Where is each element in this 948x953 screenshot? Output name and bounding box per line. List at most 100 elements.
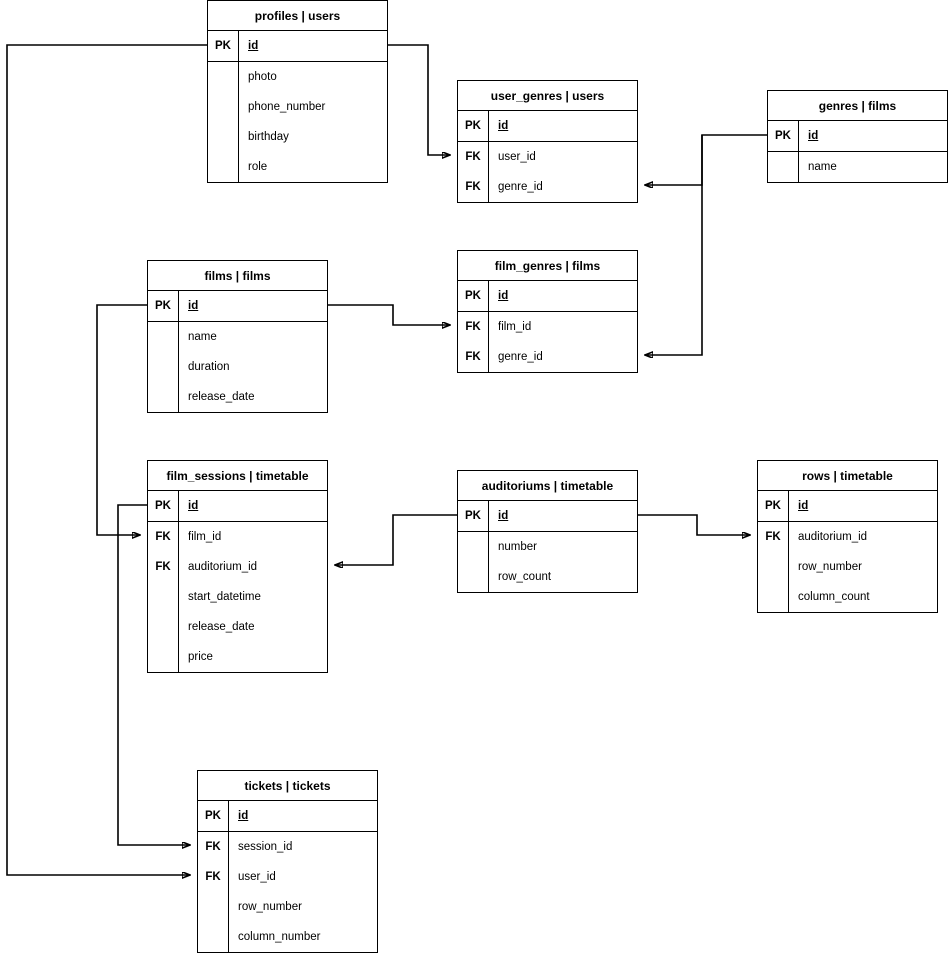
er-key-badge-profiles-photo — [208, 62, 239, 92]
er-row-tickets-row_number[interactable]: row_number — [198, 892, 377, 922]
er-key-badge-user_genres-genre_id: FK — [458, 172, 489, 202]
er-key-badge-films-release_date — [148, 382, 179, 412]
er-field-auditoriums-row_count: row_count — [498, 571, 552, 583]
er-row-profiles-phone_number[interactable]: phone_number — [208, 92, 387, 122]
er-key-badge-tickets-session_id: FK — [198, 832, 229, 862]
er-key-badge-auditoriums-row_count — [458, 562, 489, 592]
er-table-title-rows: rows | timetable — [758, 461, 937, 491]
er-key-badge-film_sessions-release_date — [148, 612, 179, 642]
relationship-auditoriums-id-to-rows-auditorium_id — [638, 514, 750, 535]
er-key-badge-film_genres-genre_id: FK — [458, 342, 489, 372]
er-key-badge-auditoriums-id: PK — [458, 501, 489, 531]
er-table-title-profiles: profiles | users — [208, 1, 387, 31]
er-field-tickets-session_id: session_id — [238, 841, 293, 853]
er-row-films-name[interactable]: name — [148, 322, 327, 352]
er-rows-section-genres: name — [768, 152, 947, 182]
er-key-badge-film_sessions-price — [148, 642, 179, 672]
er-row-film_sessions-start_datetime[interactable]: start_datetime — [148, 582, 327, 612]
er-key-badge-profiles-role — [208, 152, 239, 182]
er-row-film_sessions-film_id[interactable]: FK film_id — [148, 522, 327, 552]
er-row-auditoriums-row_count[interactable]: row_count — [458, 562, 637, 592]
relationship-auditoriums-id-to-film_sessions-auditorium_id — [335, 514, 457, 565]
er-row-auditoriums-number[interactable]: number — [458, 532, 637, 562]
er-field-tickets-user_id: user_id — [238, 871, 276, 883]
er-field-genres-name: name — [808, 161, 837, 173]
er-row-film_sessions-release_date[interactable]: release_date — [148, 612, 327, 642]
er-key-badge-film_sessions-film_id: FK — [148, 522, 179, 552]
er-field-user_genres-user_id: user_id — [498, 151, 536, 163]
er-key-badge-tickets-id: PK — [198, 801, 229, 831]
er-row-tickets-id[interactable]: PK id — [198, 801, 377, 831]
er-key-badge-user_genres-id: PK — [458, 111, 489, 141]
er-table-title-films: films | films — [148, 261, 327, 291]
er-field-film_sessions-film_id: film_id — [188, 531, 222, 543]
er-field-auditoriums-number: number — [498, 541, 537, 553]
er-row-profiles-photo[interactable]: photo — [208, 62, 387, 92]
er-key-badge-genres-id: PK — [768, 121, 799, 151]
er-table-title-film_sessions: film_sessions | timetable — [148, 461, 327, 491]
er-key-badge-films-duration — [148, 352, 179, 382]
er-row-films-release_date[interactable]: release_date — [148, 382, 327, 412]
er-row-tickets-session_id[interactable]: FK session_id — [198, 832, 377, 862]
er-row-rows-column_count[interactable]: column_count — [758, 582, 937, 612]
er-field-films-duration: duration — [188, 361, 230, 373]
er-field-film_sessions-start_datetime: start_datetime — [188, 591, 261, 603]
er-field-films-release_date: release_date — [188, 391, 255, 403]
er-row-profiles-role[interactable]: role — [208, 152, 387, 182]
er-key-badge-rows-id: PK — [758, 491, 789, 521]
er-field-user_genres-genre_id: genre_id — [498, 181, 543, 193]
er-row-films-duration[interactable]: duration — [148, 352, 327, 382]
er-row-user_genres-user_id[interactable]: FK user_id — [458, 142, 637, 172]
er-key-badge-rows-row_number — [758, 552, 789, 582]
relationship-genres-id-to-user_genres-genre_id — [645, 134, 767, 185]
er-row-rows-row_number[interactable]: row_number — [758, 552, 937, 582]
er-field-film_sessions-release_date: release_date — [188, 621, 255, 633]
er-field-rows-row_number: row_number — [798, 561, 862, 573]
er-key-badge-genres-name — [768, 152, 799, 182]
er-row-tickets-column_number[interactable]: column_number — [198, 922, 377, 952]
er-row-profiles-birthday[interactable]: birthday — [208, 122, 387, 152]
er-key-badge-auditoriums-number — [458, 532, 489, 562]
er-field-tickets-id: id — [238, 810, 249, 822]
er-row-user_genres-genre_id[interactable]: FK genre_id — [458, 172, 637, 202]
er-field-profiles-id: id — [248, 40, 259, 52]
er-field-film_sessions-price: price — [188, 651, 213, 663]
er-row-genres-name[interactable]: name — [768, 152, 947, 182]
er-key-badge-rows-column_count — [758, 582, 789, 612]
er-key-badge-film_sessions-auditorium_id: FK — [148, 552, 179, 582]
er-key-badge-user_genres-user_id: FK — [458, 142, 489, 172]
er-field-film_genres-film_id: film_id — [498, 321, 532, 333]
er-table-title-user_genres: user_genres | users — [458, 81, 637, 111]
er-row-film_sessions-price[interactable]: price — [148, 642, 327, 672]
